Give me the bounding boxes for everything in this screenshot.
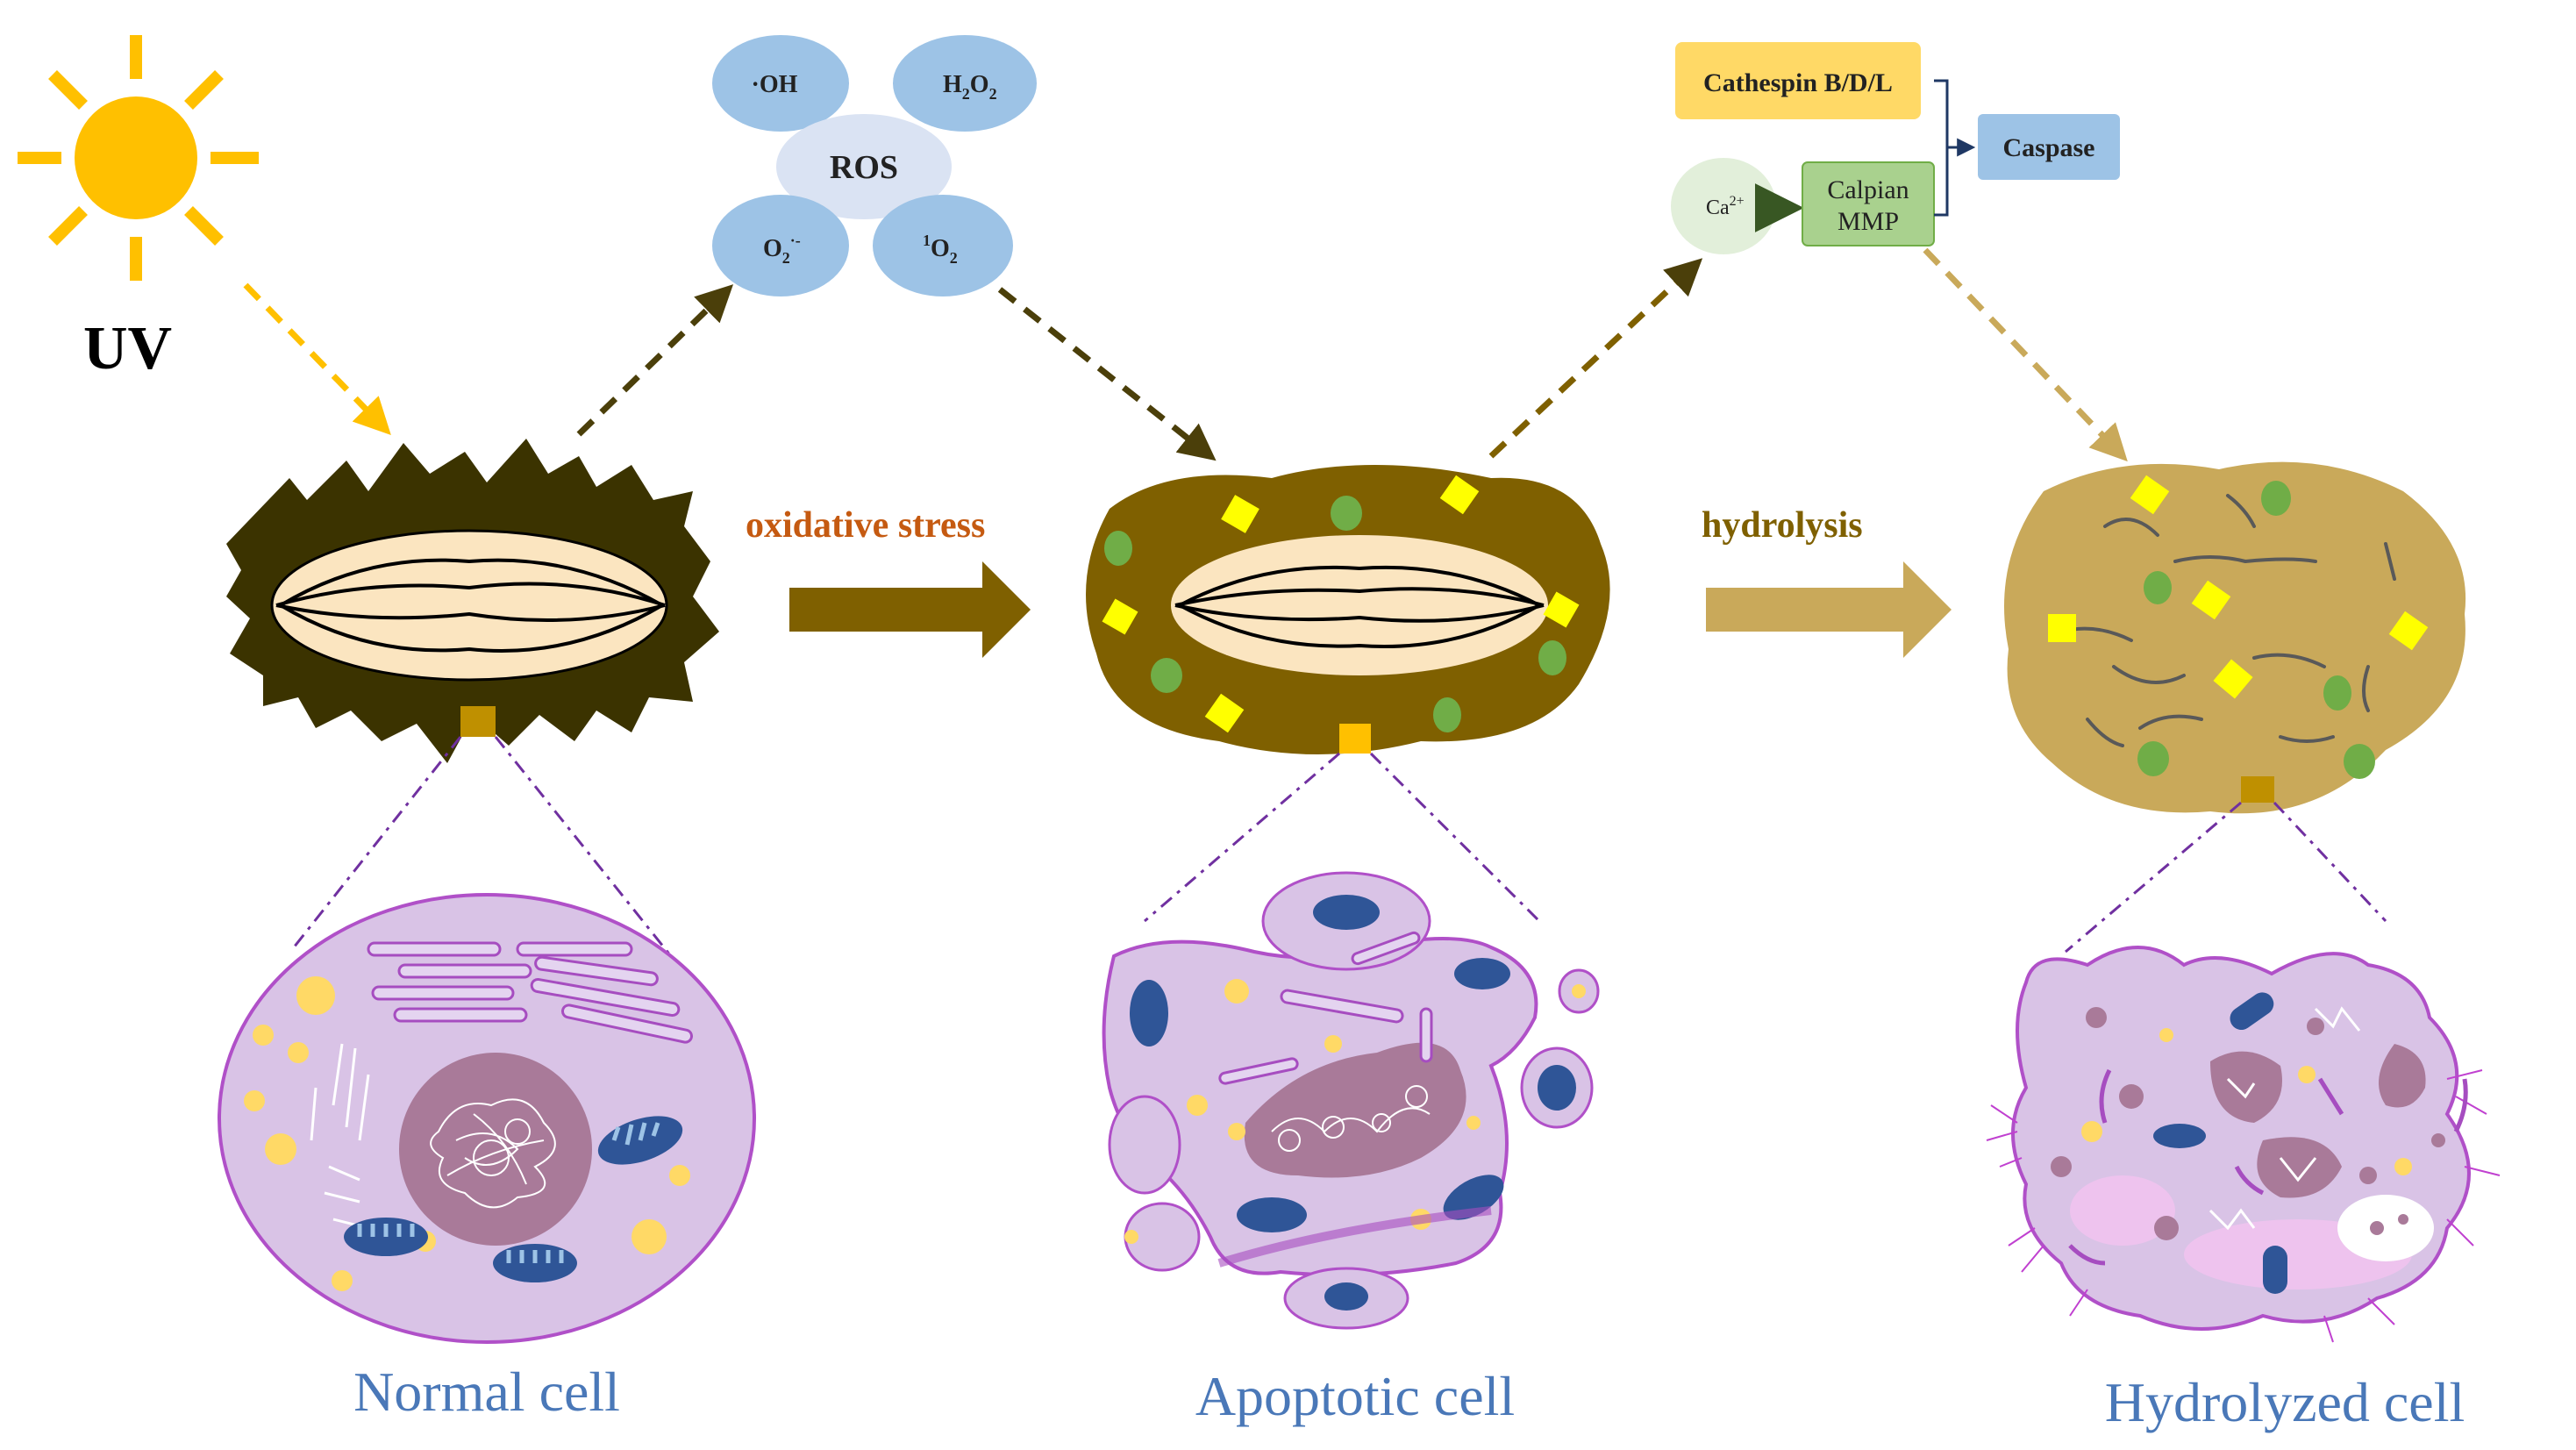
calpain-label-line2: MMP xyxy=(1837,207,1899,236)
hydrolysis-label: hydrolysis xyxy=(1702,505,1863,546)
hydrolyzed-cell-detail xyxy=(1986,946,2501,1343)
hydrolysis-arrow xyxy=(1706,561,1952,658)
from-pathway-arrow xyxy=(1923,247,2128,462)
ros-h2o2-label: H2O2 xyxy=(943,71,997,103)
ros-superoxide-label: O2·- xyxy=(763,232,801,267)
ros-center-bubble xyxy=(776,114,952,219)
ros-oh-label: ·OH xyxy=(752,71,798,98)
calpain-box xyxy=(1802,161,1935,246)
hydrolyzed-cell-body xyxy=(2004,461,2466,814)
normal-cell-label: Normal cell xyxy=(353,1361,620,1423)
enzyme-pathway: Cathespin B/D/L Ca2+ Calpian MMP Caspase xyxy=(1671,42,2120,254)
apoptotic-cell-detail xyxy=(1102,871,1600,1330)
calpain-label-line1: Calpian xyxy=(1827,175,1909,204)
sun-icon xyxy=(18,35,259,281)
calcium-label: Ca2+ xyxy=(1706,194,1745,219)
cathepsin-box xyxy=(1675,42,1921,119)
ros-center-label: ROS xyxy=(830,149,898,186)
uv-label: UV xyxy=(83,315,172,382)
oxidative-stress-arrow xyxy=(789,561,1031,658)
cathepsin-label: Cathespin B/D/L xyxy=(1703,68,1893,97)
from-ros-arrow xyxy=(997,287,1217,461)
oxidative-stress-label: oxidative stress xyxy=(746,505,985,546)
to-ros-arrow xyxy=(576,284,734,437)
normal-cell-body xyxy=(226,439,719,763)
apoptotic-cell-body xyxy=(1086,465,1610,754)
uv-arrow xyxy=(243,282,391,436)
apoptotic-cell-label: Apoptotic cell xyxy=(1195,1365,1515,1427)
ros-superoxide-bubble xyxy=(712,195,849,296)
pathway-bracket xyxy=(1934,79,1949,217)
ros-h2o2-bubble xyxy=(893,35,1037,132)
mitochondria xyxy=(344,1116,683,1282)
zoom-lines xyxy=(292,736,2387,957)
ros-cluster: ·OH H2O2 ROS O2·- 1O2 xyxy=(712,35,1037,296)
to-pathway-arrow xyxy=(1488,258,1703,459)
calcium-bubble xyxy=(1671,158,1776,254)
caspase-label: Caspase xyxy=(2002,133,2094,162)
hydrolyzed-cell-label: Hydrolyzed cell xyxy=(2105,1371,2465,1433)
caspase-box xyxy=(1978,114,2120,180)
ros-singlet-bubble xyxy=(873,195,1013,296)
normal-cell-detail xyxy=(218,893,756,1344)
ros-oh-bubble xyxy=(712,35,849,132)
ros-singlet-label: 1O2 xyxy=(923,232,958,267)
